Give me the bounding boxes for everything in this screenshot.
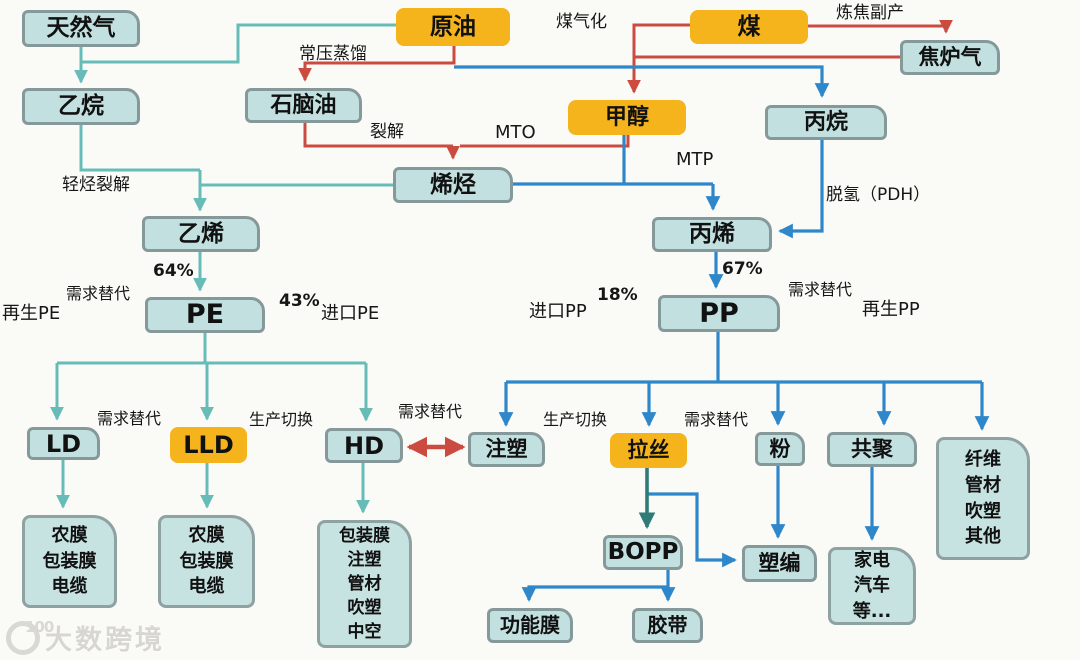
node-propane: 丙烷 (765, 105, 887, 140)
node-ethylene: 乙烯 (142, 216, 260, 252)
edge-label: 炼焦副产 (836, 3, 904, 23)
edge-label: 67% (722, 259, 763, 279)
edge-label: 进口PE (321, 303, 380, 324)
node-ld: LD (27, 427, 100, 460)
node-powder: 粉 (755, 432, 805, 466)
node-coal: 煤 (690, 10, 808, 44)
flow-arrow (778, 140, 824, 239)
node-hd: HD (325, 428, 403, 463)
edge-label: 煤气化 (556, 12, 607, 32)
node-coke-oven-gas: 焦炉气 (900, 40, 1000, 75)
node-functional-film: 功能膜 (487, 608, 573, 643)
edge-label: 轻烃裂解 (62, 175, 130, 195)
edge-label: 裂解 (370, 122, 404, 142)
node-natural-gas: 天然气 (22, 10, 140, 47)
node-drawing: 拉丝 (610, 433, 687, 468)
flow-arrow (298, 46, 456, 82)
edge-label: 需求替代 (97, 409, 162, 428)
node-bopp: BOPP (603, 535, 683, 570)
node-methanol: 甲醇 (568, 100, 686, 135)
edge-label: 64% (153, 261, 194, 281)
node-appliance-auto-etc: 家电 汽车 等... (828, 547, 916, 625)
edge-label: 再生PE (2, 303, 61, 324)
node-ethane: 乙烷 (22, 88, 140, 125)
flow-arrow (808, 19, 953, 34)
node-lld: LLD (170, 427, 247, 463)
flow-arrow (454, 65, 830, 98)
node-pkg-film-multi: 包装膜 注塑 管材 吹塑 中空 (317, 520, 412, 648)
flow-arrow (521, 570, 670, 602)
edge-label: 需求替代 (788, 280, 853, 299)
edge-label: 生产切换 (249, 410, 314, 429)
watermark-logo-number: 100 (25, 617, 54, 636)
edge-label: MTO (495, 122, 536, 143)
node-crude-oil: 原油 (396, 8, 510, 46)
flow-arrow (627, 23, 690, 94)
edge-label: 需求替代 (684, 410, 749, 429)
edge-label: 18% (597, 285, 638, 305)
flow-arrow (303, 123, 453, 148)
node-injection-molding: 注塑 (468, 432, 545, 467)
edge-label: 常压蒸馏 (299, 44, 367, 64)
node-copolymer: 共聚 (827, 432, 917, 467)
node-pp: PP (658, 295, 780, 332)
edge-label: MTP (676, 149, 714, 170)
flow-arrow (647, 492, 737, 568)
node-olefins: 烯烃 (393, 167, 513, 203)
node-agri-film-cable-2: 农膜 包装膜 电缆 (158, 515, 255, 608)
edge-label: 再生PP (862, 299, 920, 320)
edge-label: 需求替代 (398, 402, 463, 421)
node-agri-film-cable-1: 农膜 包装膜 电缆 (22, 515, 117, 608)
edge-label: 进口PP (529, 301, 587, 322)
watermark: 100 大数跨境 (6, 618, 165, 657)
flow-arrow (460, 135, 630, 148)
node-naphtha: 石脑油 (245, 88, 362, 123)
flow-arrow (79, 125, 200, 172)
edge-label: 生产切换 (543, 410, 608, 429)
flow-arrow (81, 23, 396, 64)
node-pe: PE (145, 297, 265, 333)
node-fiber-pipe-blow-other: 纤维 管材 吹塑 其他 (936, 437, 1030, 560)
edge-label: 43% (279, 291, 320, 311)
edge-label: 脱氢（PDH） (826, 185, 931, 205)
node-plastic-weaving: 塑编 (742, 545, 817, 582)
watermark-text: 大数跨境 (45, 625, 165, 656)
watermark-logo-icon: 100 (6, 618, 54, 655)
edge-label: 需求替代 (66, 284, 131, 303)
node-propylene: 丙烯 (652, 217, 772, 252)
node-tape: 胶带 (632, 608, 703, 643)
